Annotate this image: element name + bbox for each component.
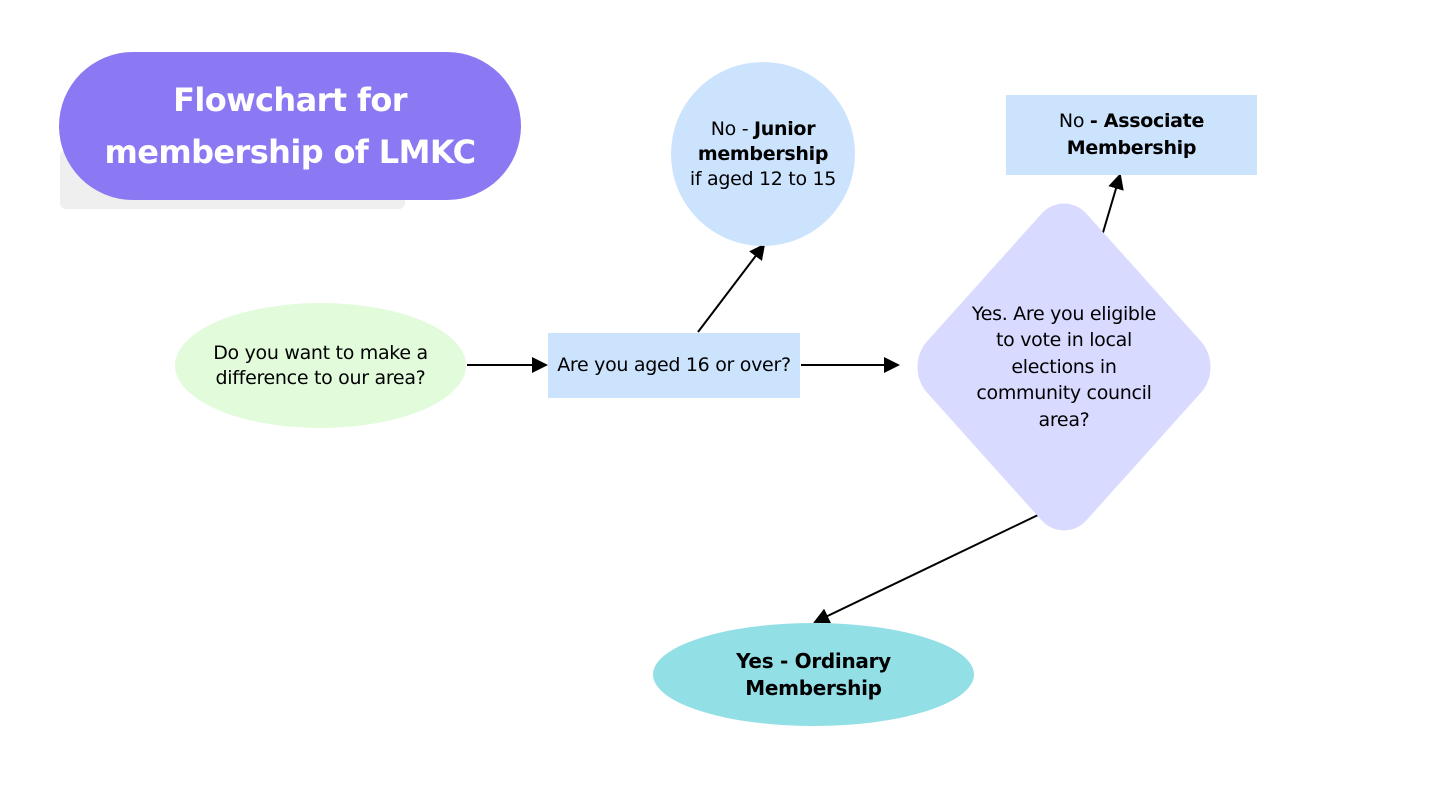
- ordinary-line-1: Yes - Ordinary: [736, 648, 891, 673]
- age-question-label: Are you aged 16 or over?: [557, 354, 791, 376]
- associate-prefix: No: [1058, 110, 1090, 132]
- eligibility-line-1: Yes. Are you eligible: [971, 302, 1157, 325]
- ordinary-membership-label: Yes - Ordinary Membership: [736, 648, 891, 702]
- eligibility-line-4: community council: [976, 382, 1152, 405]
- age-question-node: Are you aged 16 or over?: [548, 333, 800, 398]
- start-node-line-1: Do you want to make a: [213, 341, 428, 364]
- eligibility-line-5: area?: [1038, 408, 1090, 431]
- flowchart-title-banner: Flowchart for membership of LMKC: [59, 52, 521, 200]
- associate-bold-1: - Associate: [1089, 110, 1205, 132]
- eligibility-question-node: Yes. Are you eligible to vote in local e…: [944, 292, 1184, 442]
- junior-line-1: No - Junior: [690, 117, 836, 142]
- title-line-1: Flowchart for: [173, 81, 407, 119]
- eligibility-line-3: elections in: [1011, 355, 1117, 378]
- arrow-eligibility-to-ordinary: [813, 502, 1064, 624]
- junior-prefix: No -: [710, 117, 754, 140]
- junior-membership-node: No - Junior membership if aged 12 to 15: [671, 62, 855, 246]
- associate-line-1: No - Associate: [1059, 108, 1204, 135]
- title-line-2: membership of LMKC: [104, 133, 477, 171]
- start-node-label: Do you want to make a difference to our …: [213, 341, 428, 391]
- junior-bold-1: Junior: [754, 117, 816, 140]
- junior-membership-label: No - Junior membership if aged 12 to 15: [689, 117, 837, 192]
- start-node-line-2: difference to our area?: [215, 366, 426, 389]
- eligibility-question-label: Yes. Are you eligible to vote in local e…: [972, 301, 1156, 434]
- start-node: Do you want to make a difference to our …: [175, 303, 466, 428]
- arrow-age-to-junior: [697, 243, 766, 333]
- associate-membership-node: No - Associate Membership: [1006, 95, 1257, 175]
- ordinary-membership-node: Yes - Ordinary Membership: [653, 623, 974, 726]
- junior-bold-2: membership: [697, 142, 829, 165]
- ordinary-line-2: Membership: [745, 675, 882, 700]
- associate-bold-2: Membership: [1066, 137, 1197, 159]
- flowchart-title: Flowchart for membership of LMKC: [90, 74, 490, 178]
- associate-membership-label: No - Associate Membership: [1059, 108, 1204, 162]
- junior-line-3: if aged 12 to 15: [689, 167, 837, 190]
- eligibility-line-2: to vote in local: [995, 329, 1132, 352]
